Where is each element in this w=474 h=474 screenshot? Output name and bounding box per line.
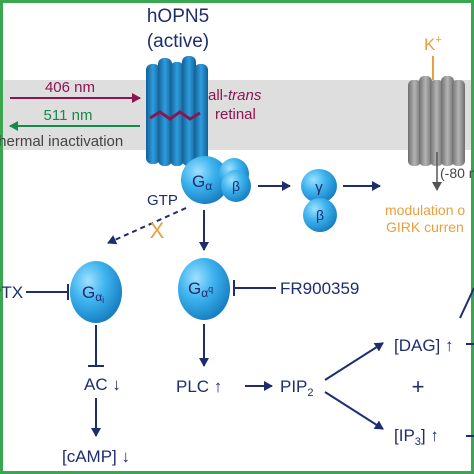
thermal-inactivation-label: thermal inactivation [0,133,123,150]
ip3-label: [IP3] ↑ [394,426,439,448]
g-alpha-label: Gα [192,172,212,193]
camp-label: [cAMP] ↓ [62,447,130,466]
receptor-name: hOPN5 [147,6,209,27]
plc-label: PLC ↑ [176,377,222,396]
g-beta-label: β [232,178,240,194]
g-alpha-q-label: Gαq [188,279,213,300]
g-alpha-q-subunit [178,258,230,320]
ptx-inhibitor-label: PTX [0,283,23,302]
gtp-label: GTP [147,192,178,209]
dag-downstream-line [459,287,474,319]
fr900359-inhibitor-label: FR900359 [280,279,359,298]
dag-label: [DAG] ↑ [394,336,454,355]
chromophore-label: all-trans [208,87,262,104]
free-beta-subunit [303,198,337,232]
retinal-chromophore [149,110,201,121]
deactivation-wavelength: 511 nm [44,107,93,124]
opsin-receptor [146,56,208,166]
g-alpha-subunit [181,156,229,204]
free-gamma-label: γ [315,179,323,196]
gi-activation-blocked-arrow [107,207,187,245]
g-alpha-i-subunit [70,261,122,323]
g-beta-subunit [221,170,251,202]
free-beta-label: β [316,207,324,223]
holding-voltage-label: (-80 m [440,165,474,181]
chromophore-label-line2: retinal [215,106,256,123]
adenylyl-cyclase-label: AC ↓ [84,375,121,394]
modulation-label-line2: GIRK curren [386,219,464,235]
activation-wavelength: 406 nm [45,79,95,96]
free-gamma-subunit [301,169,337,203]
g-alpha-i-label: Gαi [82,283,104,305]
plus-sign: + [412,374,425,399]
pip2-to-dag-arrow [324,342,384,381]
girk-channel [408,76,465,166]
receptor-state: (active) [147,31,209,52]
pip2-to-ip3-arrow [324,391,384,430]
potassium-ion-label: K+ [424,34,442,54]
pip2-label: PIP2 [280,377,314,399]
cell-membrane [3,80,471,150]
modulation-label-line1: modulation o [385,202,465,218]
blocked-mark: X [150,218,165,243]
